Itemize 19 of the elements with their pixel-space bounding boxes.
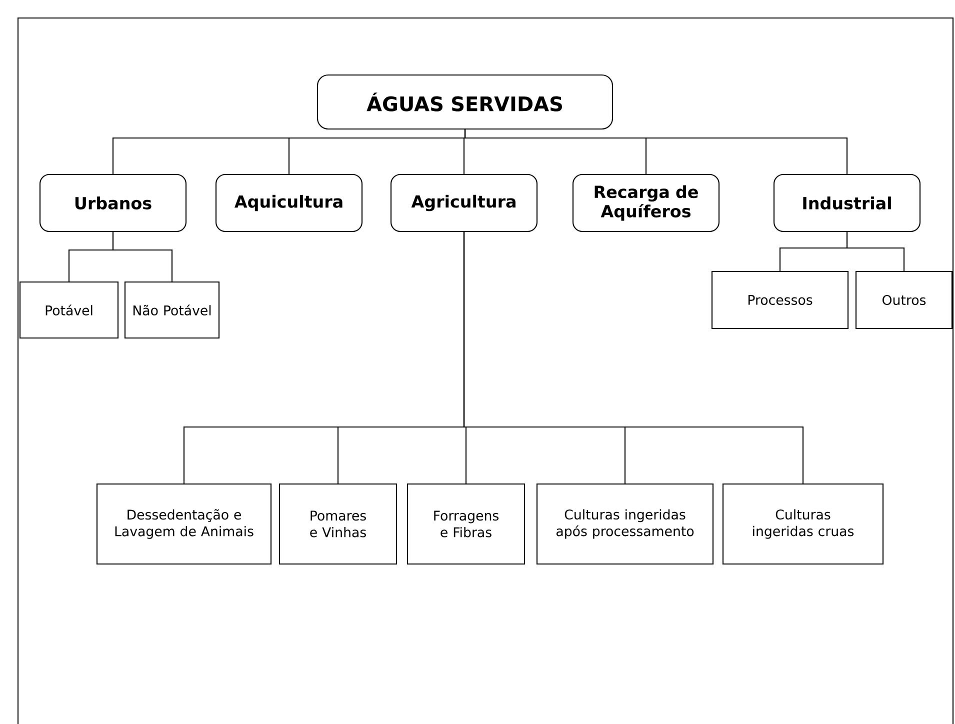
connector-line xyxy=(464,130,848,174)
connector-line xyxy=(846,232,905,271)
item-box: Outros xyxy=(855,270,953,330)
category-box: Industrial xyxy=(773,174,921,232)
item-box: Potável xyxy=(19,281,119,339)
item-box: Não Potável xyxy=(124,281,220,339)
category-box: Aquicultura xyxy=(215,174,363,232)
connector-line xyxy=(112,232,173,282)
item-box: Dessedentação e Lavagem de Animais xyxy=(96,483,272,565)
item-box: Culturas ingeridas cruas xyxy=(722,483,884,565)
connector-line xyxy=(463,232,804,484)
item-box: Pomares e Vinhas xyxy=(278,483,398,565)
item-box: Processos xyxy=(711,270,849,330)
root-box: ÁGUAS SERVIDAS xyxy=(316,74,614,130)
category-box: Agricultura xyxy=(390,174,538,232)
item-box: Culturas ingeridas após processamento xyxy=(536,483,714,565)
item-box: Forragens e Fibras xyxy=(406,483,526,565)
category-box: Recarga de Aquíferos xyxy=(572,174,720,232)
category-box: Urbanos xyxy=(39,174,187,232)
